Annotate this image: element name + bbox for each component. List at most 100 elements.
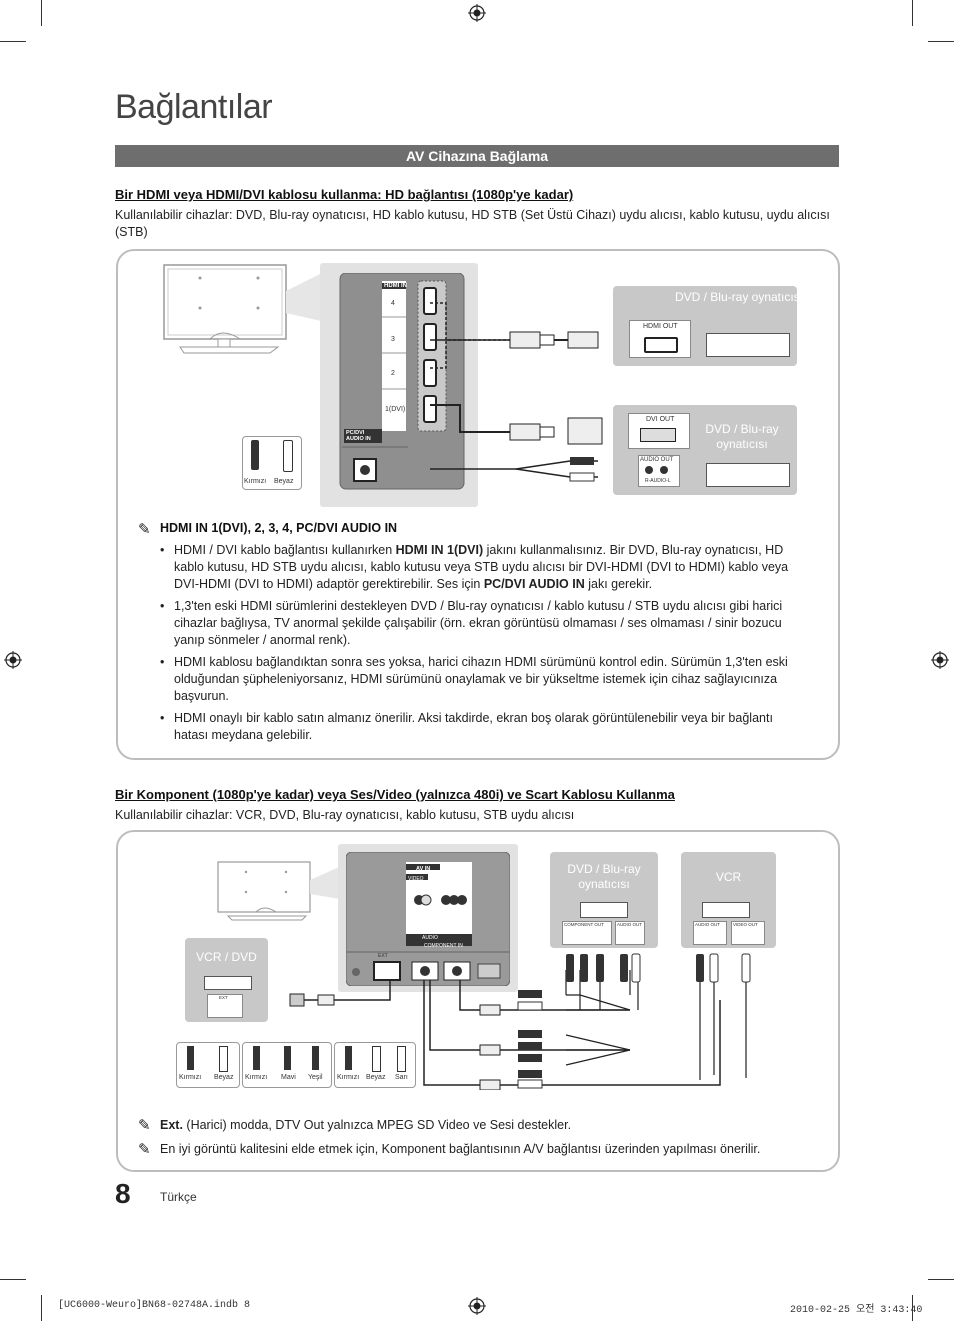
note-bold: Ext. <box>160 1118 183 1132</box>
dvi-out-label: DVI OUT <box>646 416 675 423</box>
color-legend <box>242 436 302 490</box>
audio-jack-icon <box>645 466 653 474</box>
hdmi-bullets: HDMI / DVI kablo bağlantısı kullanırken … <box>160 542 810 749</box>
bullet-text: jakı gerekir. <box>584 577 653 591</box>
audio-out-box <box>615 921 645 945</box>
note-pencil-icon: ✎ <box>138 1141 151 1158</box>
crop-mark <box>41 1295 42 1321</box>
vcr-video-out-label: VIDEO OUT <box>733 922 758 927</box>
hdmi-out-label: HDMI OUT <box>643 323 678 330</box>
vcr-body <box>702 902 750 918</box>
audio-label: AUDIO <box>422 935 438 941</box>
hdmi-port-3-label: 3 <box>391 336 395 343</box>
comp-devices-line: Kullanılabilir cihazlar: VCR, DVD, Blu-r… <box>115 808 575 822</box>
legend-box-component <box>242 1042 332 1088</box>
ext-label: EXT <box>378 953 388 959</box>
legend1-red: Kırmızı <box>179 1074 202 1081</box>
crop-mark <box>928 1279 954 1280</box>
comp-note-1: Ext. (Harici) modda, DTV Out yalnızca MP… <box>160 1117 571 1134</box>
hdmi-cable-lines <box>430 302 603 482</box>
hdmi-heading: Bir HDMI veya HDMI/DVI kablosu kullanma:… <box>115 187 574 202</box>
player-body <box>706 333 790 357</box>
crop-mark <box>0 1279 26 1280</box>
hdmi-in-label: HDMI IN <box>384 283 407 289</box>
audio-out-port-box <box>638 455 680 487</box>
white-plug-icon <box>283 440 293 472</box>
component-out-label: COMPONENT OUT <box>564 922 604 927</box>
registration-mark-icon <box>4 651 22 669</box>
blue-plug-icon <box>284 1046 291 1070</box>
legend-white: Beyaz <box>274 478 294 485</box>
vcr-video-out-box <box>731 921 765 945</box>
tv-back-illustration <box>163 264 330 354</box>
hdmi-port-1-label: 1(DVI) <box>385 406 406 413</box>
player-body <box>580 902 628 918</box>
green-plug-icon <box>312 1046 319 1070</box>
comp-note-2: En iyi görüntü kalitesini elde etmek içi… <box>160 1142 761 1156</box>
note-pencil-icon: ✎ <box>138 521 151 538</box>
white-plug-icon <box>372 1046 381 1072</box>
dvd-audio-out-label: AUDIO OUT <box>617 922 643 927</box>
bullet-item: HDMI / DVI kablo bağlantısı kullanırken … <box>160 542 810 593</box>
scart-ext-label: EXT <box>219 995 228 1000</box>
legend-box-av <box>334 1042 416 1088</box>
crop-mark <box>912 1295 913 1321</box>
hdmi-devices-line: Kullanılabilir cihazlar: DVD, Blu-ray oy… <box>115 208 830 239</box>
component-out-box <box>562 921 612 945</box>
bullet-item: 1,3'ten eski HDMI sürümlerini destekleye… <box>160 598 810 649</box>
legend2-green: Yeşil <box>308 1074 323 1081</box>
vcr-audio-out-box <box>693 921 727 945</box>
hdmi-port-4-label: 4 <box>391 300 395 307</box>
note-text: (Harici) modda, DTV Out yalnızca MPEG SD… <box>182 1118 572 1132</box>
bullet-text: jakını kullanmalısınız. Bir DVD, Blu-ray… <box>174 543 789 591</box>
bullet-text: HDMI / DVI kablo bağlantısı kullanırken <box>174 543 396 557</box>
vcr-label: VCR <box>715 870 742 884</box>
dvd-device-2-label: DVD / Blu-ray oynatıcısı <box>705 422 779 451</box>
red-plug-icon <box>251 440 259 470</box>
bullet-item: HDMI onaylı bir kablo satın almanız öner… <box>160 710 810 744</box>
legend1-white: Beyaz <box>214 1074 234 1081</box>
crop-mark <box>41 0 42 26</box>
crop-mark <box>0 41 26 42</box>
bullet-item: HDMI kablosu bağlandıktan sonra ses yoks… <box>160 654 810 705</box>
footer-file: [UC6000-Weuro]BN68-02748A.indb 8 <box>58 1300 251 1311</box>
red-plug-icon <box>187 1046 194 1070</box>
audio-out-label: AUDIO OUT <box>640 457 674 463</box>
comp-dvd-label: DVD / Blu-ray oynatıcısı <box>567 862 641 891</box>
page-title: Bağlantılar <box>115 88 273 126</box>
crop-mark <box>928 41 954 42</box>
footer-date: 2010-02-25 오전 3:43:40 <box>790 1305 923 1316</box>
red-plug-icon <box>345 1046 352 1070</box>
legend2-red: Kırmızı <box>245 1074 268 1081</box>
yellow-plug-icon <box>397 1046 406 1072</box>
section-bar: AV Cihazına Bağlama <box>115 145 839 167</box>
comp-panel-ports <box>346 852 510 986</box>
registration-mark-icon <box>468 1297 486 1315</box>
white-plug-icon <box>219 1046 228 1072</box>
scart-port-box <box>207 994 243 1018</box>
video-label: VIDEO <box>408 876 424 882</box>
registration-mark-icon <box>931 651 949 669</box>
comp-heading: Bir Komponent (1080p'ye kadar) veya Ses/… <box>115 787 675 802</box>
bullet-bold: PC/DVI AUDIO IN <box>483 577 585 591</box>
rca-plugs-row <box>566 953 751 983</box>
registration-mark-icon <box>468 4 486 22</box>
audio-out-sub-label: R-AUDIO-L <box>645 478 671 484</box>
audio-jack-icon <box>660 466 668 474</box>
hdmi-port-icon <box>644 337 678 353</box>
bullet-bold: HDMI IN 1(DVI) <box>395 543 484 557</box>
av-in-label: AV IN <box>416 866 431 872</box>
hdmi-panel-ports <box>339 273 465 490</box>
note-pencil-icon: ✎ <box>138 1117 151 1134</box>
legend-box-audio <box>176 1042 240 1088</box>
legend3-white: Beyaz <box>366 1074 386 1081</box>
pc-dvi-audio-label: PC/DVI AUDIO IN <box>346 430 371 442</box>
hdmi-note-title: HDMI IN 1(DVI), 2, 3, 4, PC/DVI AUDIO IN <box>160 521 398 535</box>
legend3-yellow: Sarı <box>395 1074 408 1081</box>
legend3-red: Kırmızı <box>337 1074 360 1081</box>
page-language: Türkçe <box>160 1190 197 1204</box>
tv-back-illustration <box>217 861 346 921</box>
vcr-dvd-body <box>204 976 252 990</box>
dvd-device-1-label: DVD / Blu-ray oynatıcısı <box>674 290 804 304</box>
red-plug-icon <box>253 1046 260 1070</box>
